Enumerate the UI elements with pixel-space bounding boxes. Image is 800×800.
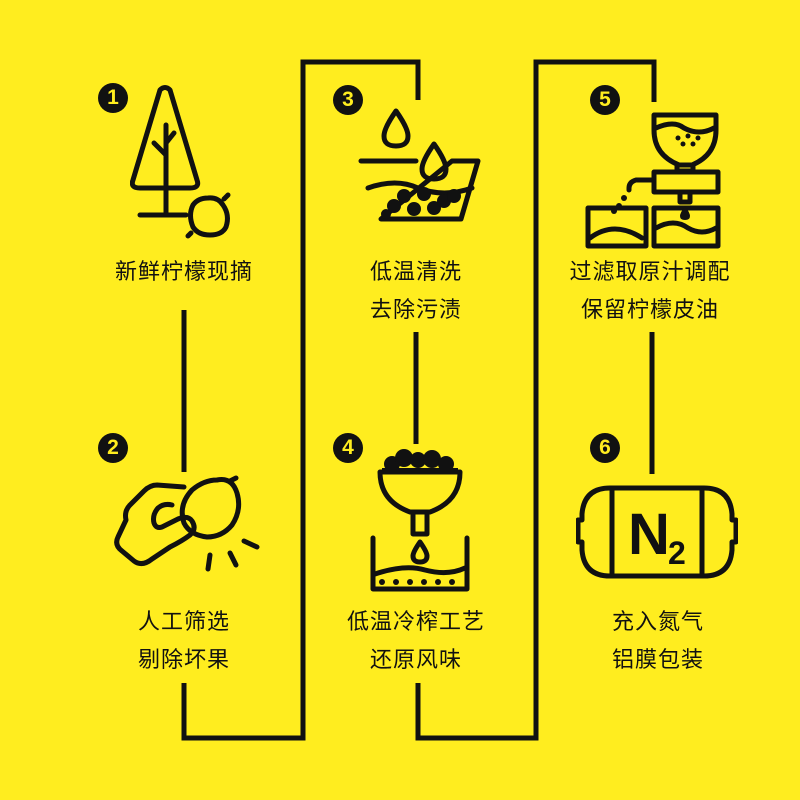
step-5-number-badge: 5 [590, 85, 620, 115]
step-3-line-1: 低温清洗 [369, 260, 462, 285]
step-5-line-2: 保留柠檬皮油 [580, 298, 719, 323]
step-1-label: 新鲜柠檬现摘 [64, 254, 304, 292]
nitrogen-capsule-icon: N 2 [576, 485, 738, 579]
step-4-line-2: 还原风味 [369, 648, 462, 673]
step-6-line-2: 铝膜包装 [611, 648, 704, 673]
step-6-number-badge: 6 [590, 433, 620, 463]
cold-press-funnel-icon [370, 449, 470, 592]
step-2-label: 人工筛选 剔除坏果 [64, 604, 304, 680]
step-3-label: 低温清洗 去除污渍 [296, 254, 536, 330]
step-3-line-2: 去除污渍 [369, 298, 462, 323]
step-4-line-1: 低温冷榨工艺 [346, 610, 485, 635]
step-6-line-1: 充入氮气 [611, 610, 704, 635]
step-6-label: 充入氮气 铝膜包装 [538, 604, 778, 680]
step-5-line-1: 过滤取原汁调配 [569, 260, 731, 285]
nitrogen-subscript: 2 [668, 535, 686, 571]
step-4-number-badge: 4 [333, 433, 363, 463]
step-1-line-1: 新鲜柠檬现摘 [114, 260, 253, 285]
hand-picking-lemon-icon [114, 475, 260, 572]
step-2-line-1: 人工筛选 [137, 610, 230, 635]
step-5-label: 过滤取原汁调配 保留柠檬皮油 [530, 254, 770, 330]
step-2-line-2: 剔除坏果 [137, 648, 230, 673]
step-4-label: 低温冷榨工艺 还原风味 [296, 604, 536, 680]
nitrogen-symbol: N [628, 502, 670, 567]
washing-basin-icon [358, 108, 481, 222]
step-2-number-badge: 2 [98, 433, 128, 463]
lemon-tree-icon [130, 85, 231, 239]
step-3-number-badge: 3 [333, 85, 363, 115]
filter-machine-icon [585, 112, 721, 249]
step-1-number-badge: 1 [98, 83, 128, 113]
